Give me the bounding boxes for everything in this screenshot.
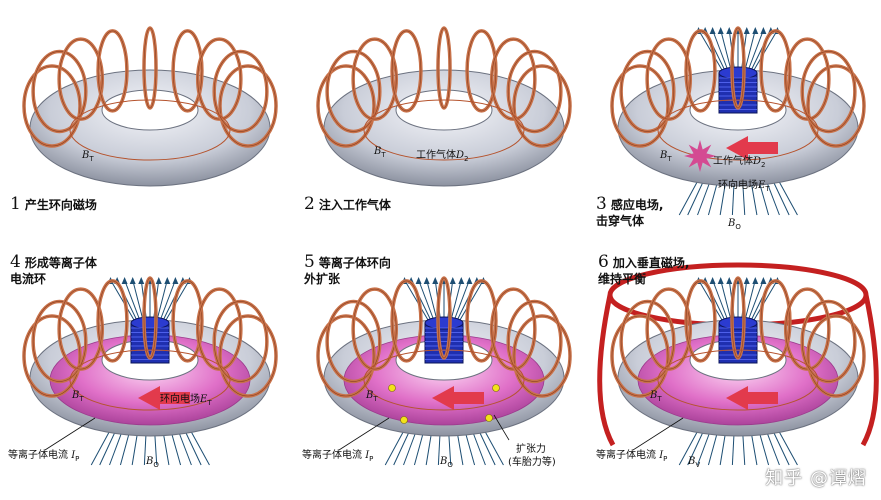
expansion-force-marker: [485, 414, 493, 422]
toroidal-field-line: [69, 99, 231, 161]
bt-label: BT: [72, 390, 84, 403]
step-title-line2: 外扩张: [304, 272, 341, 286]
tokamak-illustration-1: [22, 26, 278, 187]
step-title: 加入垂直磁场,: [612, 256, 690, 270]
tokamak-illustration-6: [597, 262, 879, 466]
gas-label: 工作气体D2: [416, 150, 469, 163]
vertical-field-coil-right: [860, 294, 879, 447]
electric-field-arrow: [726, 136, 778, 160]
toroidal-field-line: [657, 99, 819, 161]
bo-label: BO: [146, 456, 159, 469]
step-number: 4: [10, 252, 21, 272]
step-number: 6: [598, 252, 609, 272]
expansion-force-marker: [492, 384, 500, 392]
field-label: 环向电场ET: [718, 180, 770, 193]
tokamak-illustration-5: [316, 276, 572, 466]
toroidal-field-coils: [316, 276, 572, 398]
plasma-current-label: 等离子体电流 IP: [596, 450, 668, 463]
step-title: 产生环向磁场: [24, 198, 97, 212]
step-number: 2: [304, 194, 315, 214]
central-hole: [395, 89, 493, 131]
breakdown-spark-icon: [684, 140, 716, 172]
toroidal-field-line: [657, 349, 819, 411]
bt-label: BT: [82, 150, 94, 163]
field-label: 环向电场ET: [160, 394, 212, 407]
toroidal-field-line: [363, 99, 525, 161]
expansion-force-marker: [400, 416, 408, 424]
plasma-current-label: 等离子体电流 IP: [8, 450, 80, 463]
electric-field-arrow: [432, 386, 484, 410]
step-title: 形成等离子体: [24, 256, 97, 270]
toroidal-field-line: [69, 349, 231, 411]
step-number: 1: [10, 194, 21, 214]
gas-label: 工作气体D2: [713, 156, 766, 169]
electric-field-arrow: [726, 386, 778, 410]
tokamak-illustration-3: [610, 26, 866, 216]
step-number: 5: [304, 252, 315, 272]
electric-field-arrow: [138, 386, 190, 410]
bv-label: BV: [688, 456, 701, 469]
toroidal-field-coils: [22, 276, 278, 398]
bt-label: BT: [660, 150, 672, 163]
expansion-force-label: 扩张力: [516, 444, 546, 455]
central-hole: [101, 89, 199, 131]
bt-label: BT: [374, 146, 386, 159]
expansion-force-note: (车胎力等): [508, 457, 556, 468]
tokamak-illustration-4: [22, 276, 278, 466]
step-title-line2: 电流环: [10, 272, 47, 286]
toroidal-field-coils: [610, 26, 866, 148]
bo-label: BO: [728, 218, 741, 231]
step-title-line2: 击穿气体: [596, 214, 645, 228]
toroidal-field-coils: [610, 276, 866, 398]
plasma-current-label: 等离子体电流 IP: [302, 450, 374, 463]
toroidal-field-line: [363, 349, 525, 411]
bt-label: BT: [366, 390, 378, 403]
step-title: 等离子体环向: [318, 256, 391, 270]
step-title: 注入工作气体: [318, 198, 391, 212]
vertical-field-coil-left: [597, 294, 616, 447]
expansion-force-marker: [388, 384, 396, 392]
toroidal-field-coils: [22, 26, 278, 148]
toroidal-field-coils: [316, 26, 572, 148]
tokamak-illustration-2: [316, 26, 572, 187]
bt-label: BT: [650, 390, 662, 403]
bo-label: BO: [440, 456, 453, 469]
step-title: 感应电场,: [610, 198, 664, 212]
step-number: 3: [596, 194, 607, 214]
step-title-line2: 维持平衡: [598, 272, 647, 286]
watermark: 知乎 @谭熠: [765, 468, 867, 489]
